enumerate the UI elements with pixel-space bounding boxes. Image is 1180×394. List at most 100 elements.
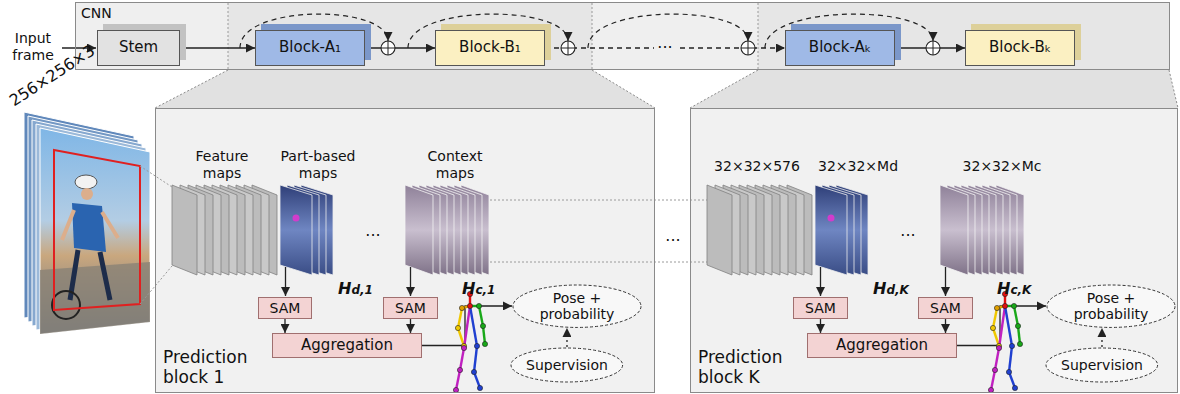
sum-plus [568, 41, 569, 55]
skeleton-joint [1012, 385, 1017, 390]
skeleton-limb [460, 348, 464, 370]
cyclist-arm [62, 210, 74, 240]
block-b: Block-Bₖ [965, 30, 1075, 66]
map-arrow [285, 267, 286, 296]
skeleton-limb [456, 370, 460, 390]
math-symbol: Hd,1 [338, 280, 373, 299]
skeleton-limb [479, 306, 483, 326]
flow-arrow [895, 47, 965, 48]
block-b: Block-B₁ [435, 30, 545, 66]
math-symbol: Hd,K [873, 280, 909, 299]
sum-plus [933, 41, 934, 55]
panel-title: CNN [81, 5, 112, 21]
network-panel: CNNStemBlock-A₁Block-B₁Block-AₖBlock-Bₖ [75, 2, 1170, 70]
sum-circle [741, 41, 755, 55]
prediction-panel: Prediction block K SAM SAM Aggregation Pose … [690, 108, 1178, 393]
node-label: SAM [930, 300, 961, 316]
sum-circle [926, 41, 940, 55]
skeleton-limb [995, 348, 999, 370]
input-label: Input frame [0, 30, 66, 64]
output-ellipse: Pose + probability [512, 284, 642, 328]
flow-arrow [1101, 328, 1102, 347]
aggregation-box: Aggregation [807, 333, 957, 358]
pose-skeleton [988, 291, 1022, 392]
part-map [815, 185, 847, 275]
feature-map [707, 185, 732, 275]
zoom-line [592, 70, 655, 108]
feature-map [172, 185, 197, 275]
stem-block: Stem [97, 30, 180, 66]
flow-arrow [365, 47, 435, 48]
sum-plus [748, 41, 749, 55]
skeleton-limb [1014, 306, 1018, 326]
panel-title: Prediction block 1 [163, 347, 268, 387]
heatmap-peak [828, 215, 835, 222]
zoom-region [758, 3, 1169, 69]
zoom-line [1169, 70, 1178, 108]
skeleton-joint [1009, 343, 1014, 348]
skeleton-joint [480, 323, 485, 328]
sum-symbol [561, 41, 575, 55]
edge-label: ··· [654, 40, 675, 56]
ellipsis: ... [356, 222, 390, 240]
node-label: SAM [270, 300, 301, 316]
zoom-boundary [228, 3, 229, 69]
skeleton-joint [455, 325, 460, 330]
panel-ground [155, 108, 655, 393]
projection-line [140, 166, 172, 187]
skeleton-joint [1002, 303, 1007, 308]
math-symbol: Hc,K [997, 280, 1031, 299]
zoom-projection [155, 70, 655, 108]
flow-arrow [566, 328, 567, 347]
cyclist-leg [100, 252, 110, 300]
math-symbol: Hc,1 [462, 280, 495, 299]
node-label: Aggregation [836, 337, 928, 354]
supervision-ellipse: Supervision [1045, 347, 1159, 383]
skeleton-joint [990, 325, 995, 330]
heatmap-peak [293, 215, 300, 222]
skeleton-limb [1005, 306, 1012, 346]
skeleton-limb [999, 306, 1005, 348]
supervision-ellipse: Supervision [510, 347, 624, 383]
map-arrow [820, 267, 821, 296]
node-label: Block-Aₖ [809, 39, 871, 56]
skeleton-joint [482, 341, 487, 346]
map-label: Part-based maps [275, 148, 361, 182]
skeleton-limb [470, 306, 477, 346]
sum-circle [561, 41, 575, 55]
video-frame [40, 128, 150, 334]
node-label: SAM [805, 300, 836, 316]
pose-skeleton [453, 291, 487, 392]
node-label: Aggregation [301, 337, 393, 354]
bike-wheel [52, 291, 80, 319]
ellipse-shape [1047, 285, 1175, 327]
ellipse-shape [513, 285, 641, 327]
sum-circle [381, 41, 395, 55]
map-arrow [945, 267, 946, 296]
sum-symbol [381, 41, 395, 55]
output-ellipse: Pose + probability [1046, 284, 1176, 328]
cyclist-helmet [75, 175, 97, 189]
cyclist-body [72, 203, 106, 252]
skeleton-joint [992, 367, 997, 372]
flow-arrow [410, 319, 411, 333]
skeleton-joint [461, 345, 466, 350]
skeleton-limb [474, 346, 477, 372]
zoom-region [228, 3, 592, 69]
ellipsis: ··· [655, 232, 691, 250]
skeleton-joint [457, 367, 462, 372]
node-label: Pose + probability [1065, 290, 1157, 322]
dimension-label: 32×32×576 [704, 158, 810, 175]
panel-ground [75, 2, 1170, 70]
block-a: Block-Aₖ [785, 30, 895, 66]
ellipse-shape [1046, 348, 1158, 382]
skeleton-joint [477, 385, 482, 390]
skeleton-limb [458, 308, 462, 328]
panel-title: Prediction block K [698, 347, 803, 387]
skeleton-joint [1015, 323, 1020, 328]
projection-line [490, 262, 707, 263]
flow-arrow [820, 319, 821, 333]
sum-symbol [741, 41, 755, 55]
